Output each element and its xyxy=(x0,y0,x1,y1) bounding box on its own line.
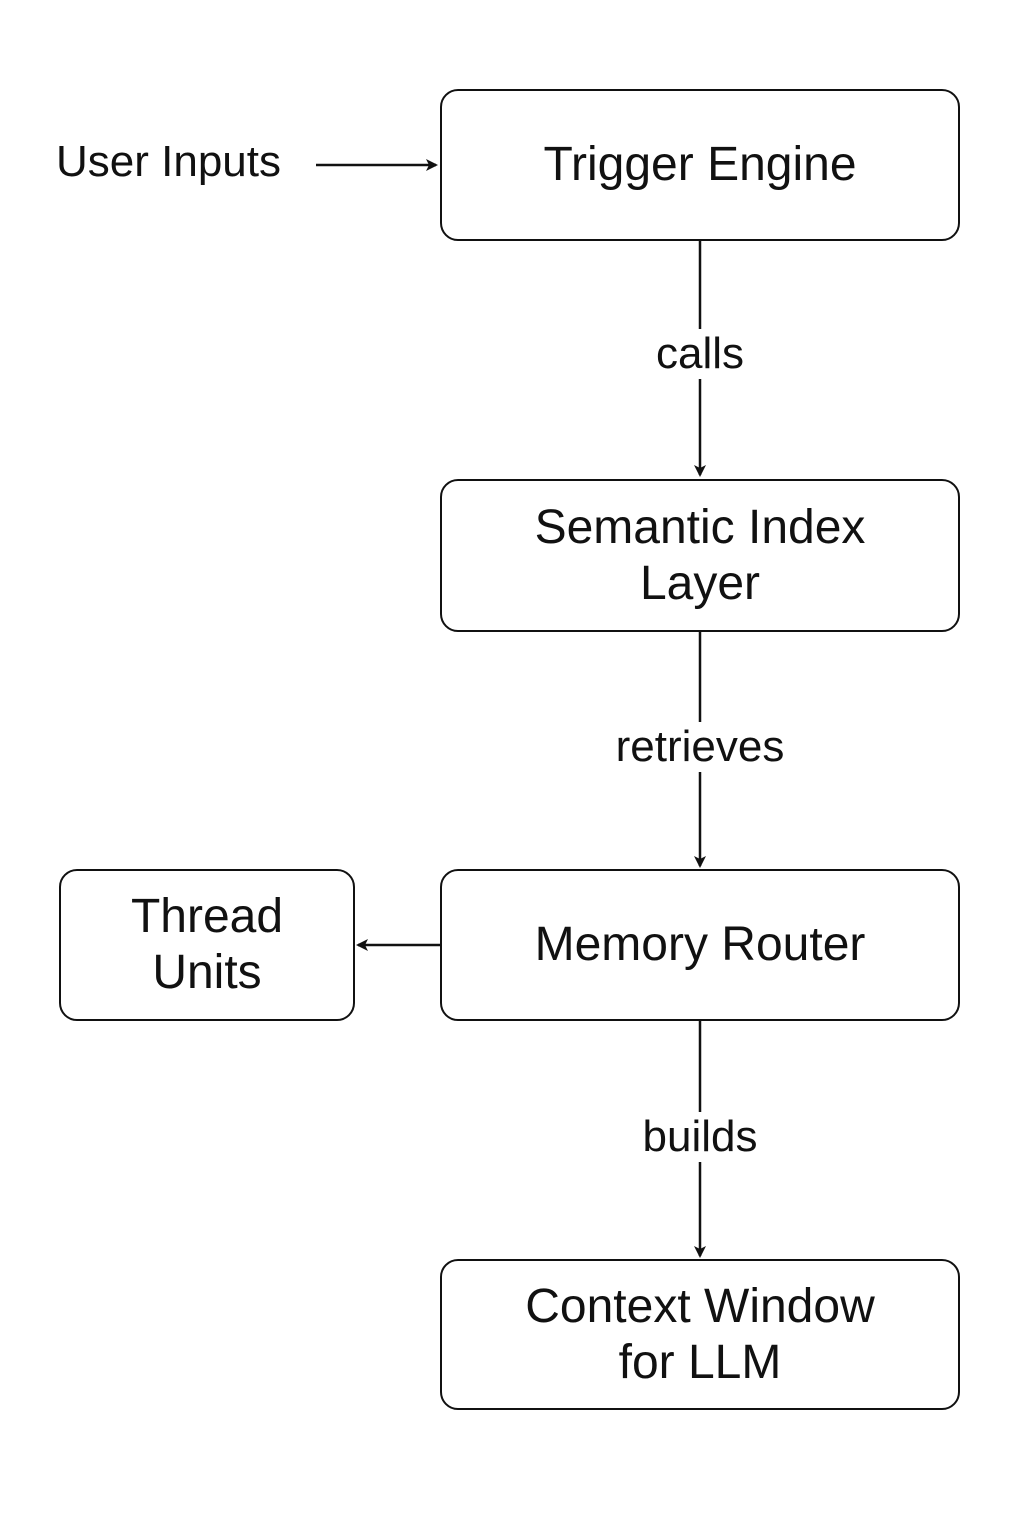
memory-router-label: Memory Router xyxy=(534,918,866,971)
semantic-index-layer-node: Semantic Index Layer xyxy=(440,479,960,632)
edge-label-calls: calls xyxy=(630,329,770,379)
context-window-label: Context Window for LLM xyxy=(525,1279,875,1389)
thread-units-label: Thread Units xyxy=(130,890,284,999)
edge-label-builds: builds xyxy=(620,1112,780,1162)
edge-label-retrieves: retrieves xyxy=(590,722,810,772)
context-window-node: Context Window for LLM xyxy=(440,1259,960,1410)
memory-router-node: Memory Router xyxy=(440,869,960,1021)
user-inputs-label: User Inputs xyxy=(56,137,281,186)
thread-units-node: Thread Units xyxy=(59,869,355,1021)
semantic-index-layer-label: Semantic Index Layer xyxy=(534,500,866,610)
trigger-engine-node: Trigger Engine xyxy=(440,89,960,241)
trigger-engine-label: Trigger Engine xyxy=(543,138,857,191)
